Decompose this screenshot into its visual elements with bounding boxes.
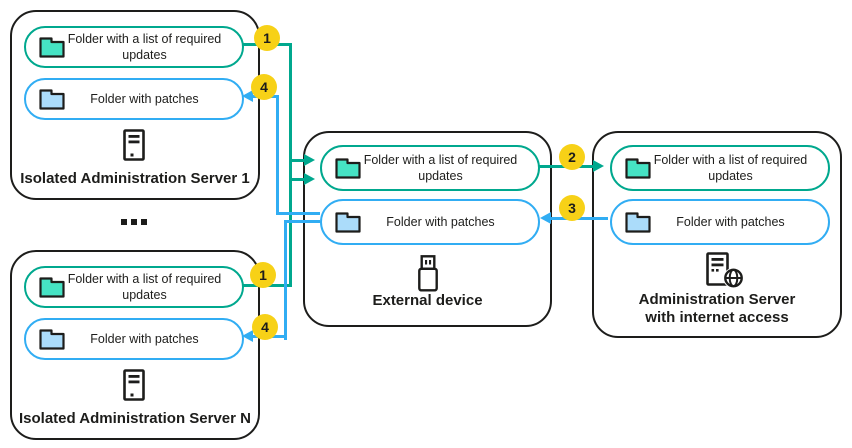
arrowhead-patches-external bbox=[540, 212, 551, 224]
folder-icon bbox=[39, 276, 65, 298]
serverN-updates-folder-pill: Folder with a list of required updates bbox=[24, 266, 244, 308]
server-tower-icon bbox=[123, 129, 145, 161]
box-isolated-server-1: Folder with a list of required updates F… bbox=[10, 10, 260, 200]
folder-icon bbox=[39, 328, 65, 350]
folder-icon bbox=[39, 36, 65, 58]
arrowhead-patches-server1 bbox=[242, 90, 253, 102]
step-badge-3: 3 bbox=[559, 195, 585, 221]
step-badge-4-server1: 4 bbox=[251, 74, 277, 100]
connector-updates-trunk bbox=[289, 43, 292, 286]
server-globe-icon bbox=[706, 252, 744, 289]
folder-icon bbox=[39, 88, 65, 110]
connector-updates-into-external-2 bbox=[290, 178, 306, 181]
admin-updates-folder-label: Folder with a list of required updates bbox=[653, 152, 808, 183]
external-patches-folder-pill: Folder with patches bbox=[320, 199, 540, 245]
arrowhead-patches-serverN bbox=[242, 330, 253, 342]
step-badge-1-serverN: 1 bbox=[250, 262, 276, 288]
arrowhead-updates-external-1 bbox=[304, 154, 315, 166]
server-tower-icon bbox=[123, 369, 145, 401]
connector-updates-into-external-1 bbox=[290, 159, 306, 162]
folder-icon bbox=[625, 157, 651, 179]
admin-patches-folder-label: Folder with patches bbox=[676, 214, 785, 229]
serverN-updates-folder-label: Folder with a list of required updates bbox=[67, 271, 222, 302]
step-badge-1-server1: 1 bbox=[254, 25, 280, 51]
admin-title: Administration Server with internet acce… bbox=[638, 291, 796, 326]
server1-title: Isolated Administration Server 1 bbox=[20, 170, 250, 187]
server1-updates-folder-pill: Folder with a list of required updates bbox=[24, 26, 244, 68]
external-updates-folder-pill: Folder with a list of required updates bbox=[320, 145, 540, 191]
arrowhead-updates-external-2 bbox=[304, 173, 315, 185]
connector-patches-up bbox=[276, 95, 279, 215]
server1-patches-folder-label: Folder with patches bbox=[90, 91, 199, 106]
serverN-patches-folder-pill: Folder with patches bbox=[24, 318, 244, 360]
admin-patches-folder-pill: Folder with patches bbox=[610, 199, 830, 245]
folder-icon bbox=[625, 211, 651, 233]
usb-drive-icon bbox=[418, 255, 438, 292]
connector-patches-external-out-2 bbox=[284, 220, 320, 223]
serverN-title: Isolated Administration Server N bbox=[18, 410, 251, 427]
folder-icon bbox=[335, 211, 361, 233]
external-title: External device bbox=[372, 292, 483, 309]
server1-updates-folder-label: Folder with a list of required updates bbox=[67, 31, 222, 62]
serverN-patches-folder-label: Folder with patches bbox=[90, 331, 199, 346]
box-admin-server-internet: Folder with a list of required updates F… bbox=[592, 131, 842, 338]
folder-icon bbox=[335, 157, 361, 179]
external-updates-folder-label: Folder with a list of required updates bbox=[363, 152, 518, 183]
step-badge-2: 2 bbox=[559, 144, 585, 170]
external-patches-folder-label: Folder with patches bbox=[386, 214, 495, 229]
arrowhead-updates-admin bbox=[593, 160, 604, 172]
admin-updates-folder-pill: Folder with a list of required updates bbox=[610, 145, 830, 191]
connector-patches-external-out-1 bbox=[276, 212, 320, 215]
server1-patches-folder-pill: Folder with patches bbox=[24, 78, 244, 120]
connector-patches-down bbox=[284, 220, 287, 340]
box-isolated-server-n: Folder with a list of required updates F… bbox=[10, 250, 260, 440]
step-badge-4-serverN: 4 bbox=[252, 314, 278, 340]
box-external-device: Folder with a list of required updates F… bbox=[303, 131, 552, 327]
more-servers-ellipsis bbox=[121, 219, 147, 225]
